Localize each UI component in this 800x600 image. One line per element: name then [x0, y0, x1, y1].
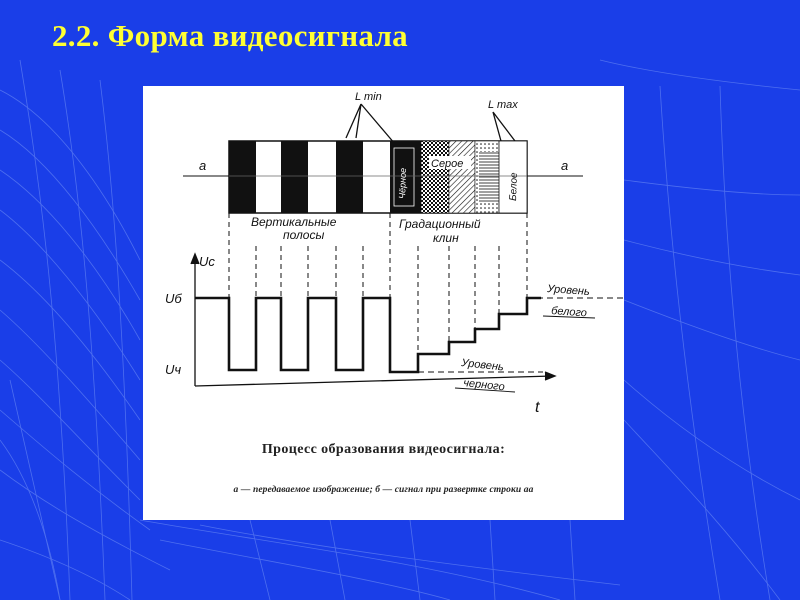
label-lmin: L min: [355, 91, 382, 103]
wedge-checker: [420, 140, 450, 214]
wedge-white: [498, 140, 528, 214]
label-ub: Uб: [165, 291, 182, 306]
video-signal-diagram: L min L max а а Чёрное Серое: [165, 91, 624, 416]
label-vertical-bars-2: полосы: [283, 228, 324, 242]
signal-axes: [190, 252, 557, 387]
figure-caption: Процесс образования видеосигнала:: [261, 442, 506, 457]
wedge-lines: [479, 152, 499, 202]
label-uc: Uc: [199, 254, 215, 269]
image-strip: [183, 140, 583, 214]
label-a-left: а: [199, 158, 206, 173]
label-white-level-2: белого: [551, 305, 587, 319]
black-bar: [336, 141, 363, 213]
label-black-level-1: Уровень: [460, 357, 505, 374]
label-gradation-1: Градационный: [399, 217, 481, 231]
slide-title: 2.2. Форма видеосигнала: [52, 18, 408, 53]
black-bar: [229, 141, 256, 213]
lmin-pointer: [345, 103, 396, 145]
video-signal-waveform: [195, 296, 541, 374]
lmax-pointer: [492, 111, 516, 142]
label-gradation-2: клин: [433, 231, 459, 245]
label-uch: Uч: [165, 362, 181, 377]
label-gray: Серое: [431, 158, 463, 170]
label-white: Белое: [508, 172, 520, 201]
black-bar: [281, 141, 308, 213]
label-vertical-bars-1: Вертикальные: [251, 215, 337, 229]
label-black: Чёрное: [397, 168, 408, 199]
figure-subcaption: а — передаваемое изображение; б — сигнал…: [233, 485, 534, 495]
label-t: t: [535, 399, 540, 416]
label-white-level-1: Уровень: [546, 283, 591, 298]
wedge-black: [418, 141, 421, 213]
projection-lines: [228, 213, 528, 364]
label-lmax: L max: [488, 99, 518, 111]
label-a-right: а: [561, 158, 568, 173]
figure-panel: L min L max а а Чёрное Серое: [143, 86, 624, 520]
wedge-hatch: [448, 140, 476, 214]
